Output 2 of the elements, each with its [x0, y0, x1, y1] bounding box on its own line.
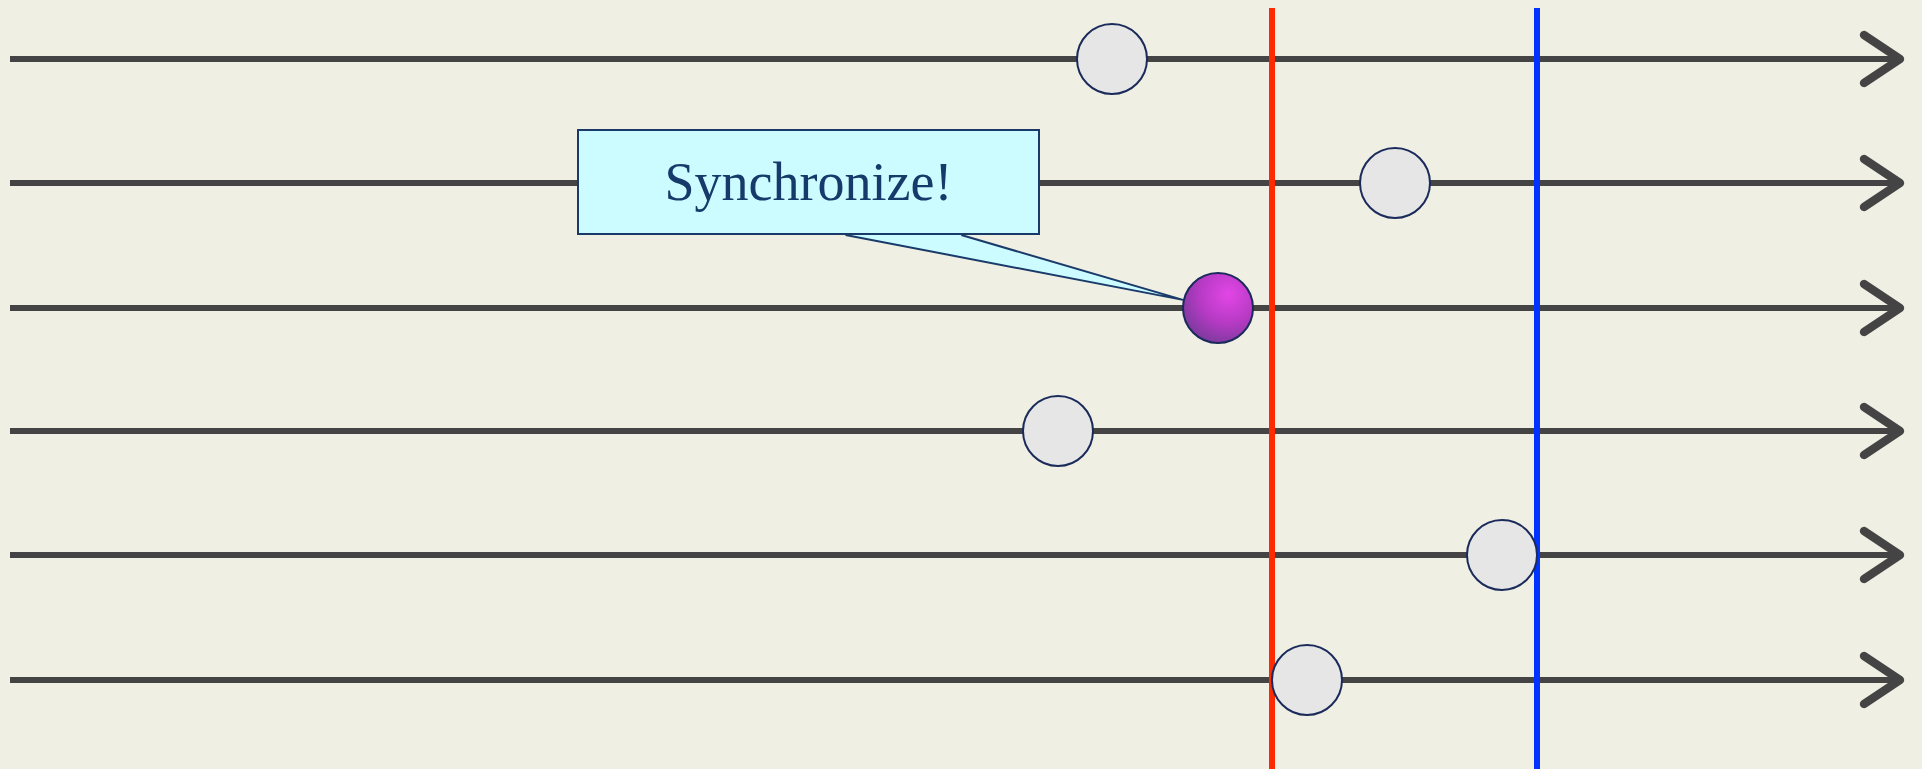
callout-pointer: [844, 234, 1184, 301]
callout-text: Synchronize!: [664, 151, 953, 213]
